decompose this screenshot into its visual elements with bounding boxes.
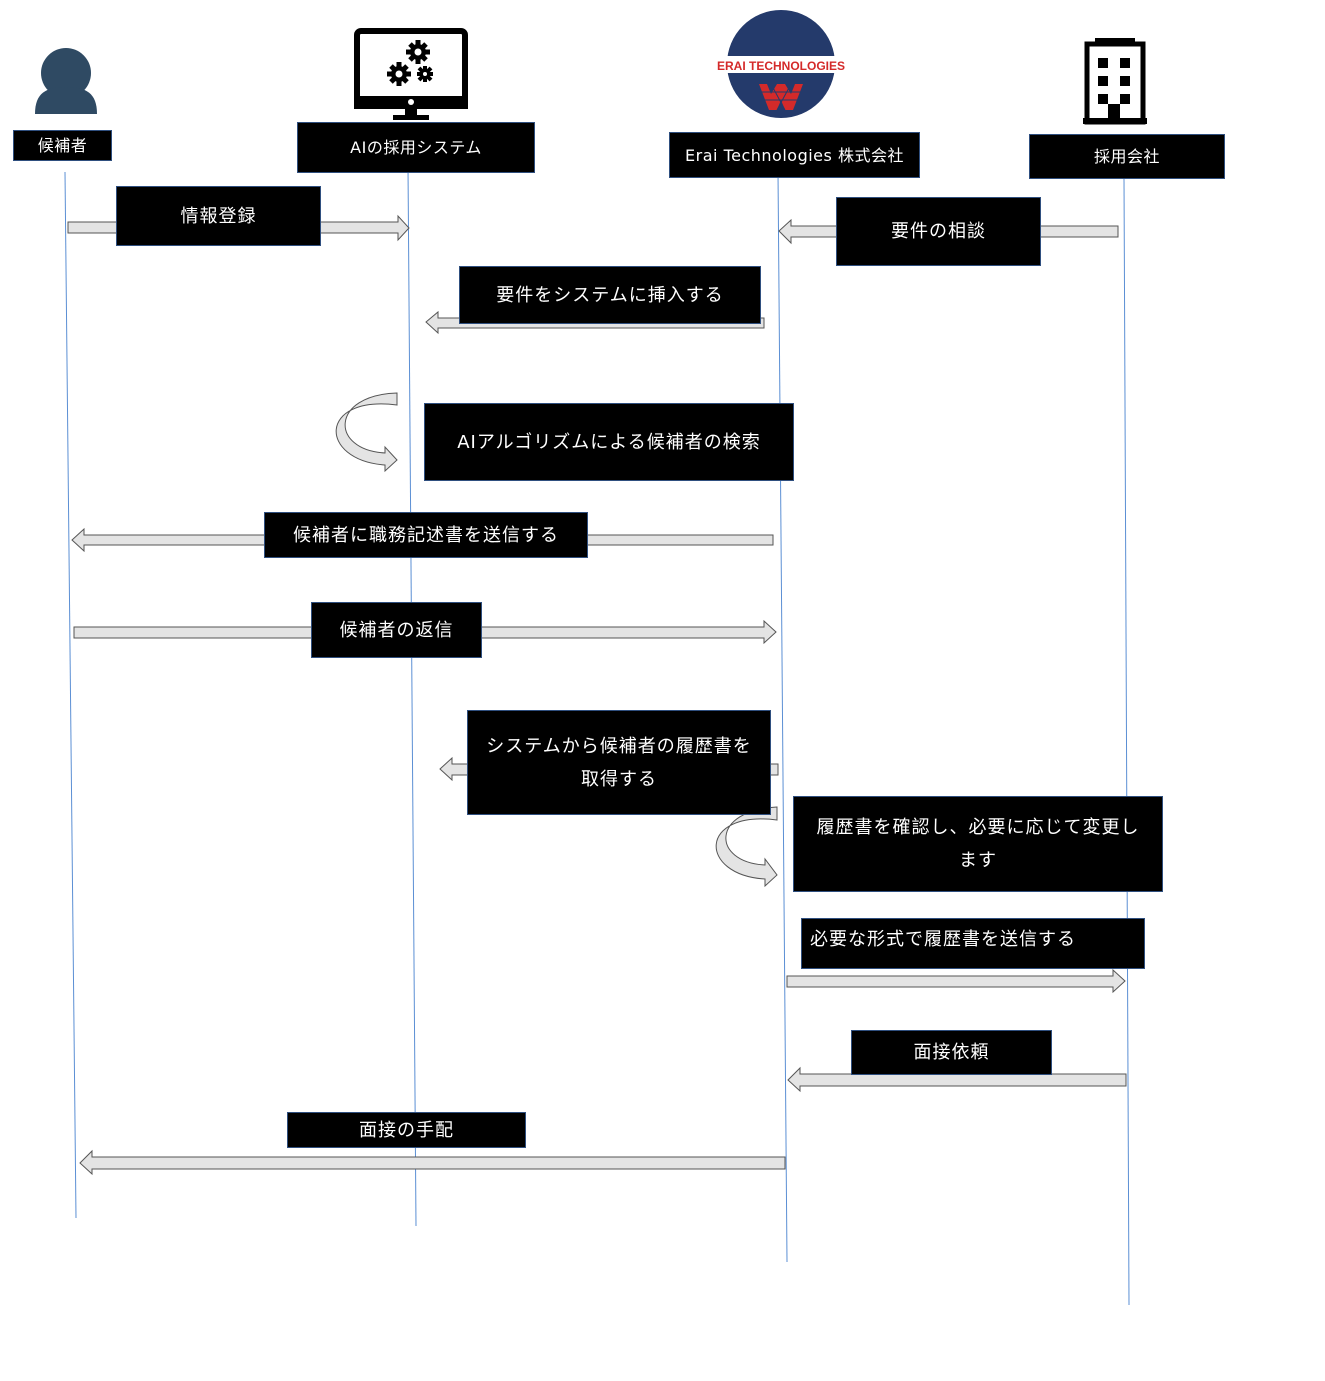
participant-name: AIの採用システム <box>350 138 482 157</box>
message-label-send-resume: 必要な形式で履歴書を送信する <box>801 918 1145 969</box>
message-text: システムから候補者の履歴書を 取得する <box>486 735 752 790</box>
message-text: 候補者に職務記述書を送信する <box>293 524 559 546</box>
lifeline-candidate <box>64 171 77 1219</box>
arrow-interview-request <box>787 1066 1127 1093</box>
message-label-interview-request: 面接依頼 <box>851 1030 1052 1075</box>
monitor-gears-icon <box>354 28 468 120</box>
participant-label-ai-system: AIの採用システム <box>297 122 535 173</box>
message-text: 履歴書を確認し、必要に応じて変更し ます <box>816 817 1140 871</box>
erai-logo: ERAI TECHNOLOGIES <box>717 10 845 118</box>
participant-label-hiring-company: 採用会社 <box>1029 134 1225 179</box>
message-text: 面接依頼 <box>913 1042 990 1063</box>
participant-label-candidate: 候補者 <box>13 130 112 161</box>
message-label-insert: 要件をシステムに挿入する <box>459 266 761 324</box>
message-label-fetch-resume: システムから候補者の履歴書を 取得する <box>467 710 771 815</box>
message-text: 必要な形式で履歴書を送信する <box>810 929 1076 950</box>
message-text: AIアルゴリズムによる候補者の検索 <box>457 431 761 453</box>
message-label-ai-search: AIアルゴリズムによる候補者の検索 <box>424 403 794 481</box>
message-text: 情報登録 <box>180 205 257 227</box>
message-label-review: 履歴書を確認し、必要に応じて変更し ます <box>793 796 1163 892</box>
message-label-reply: 候補者の返信 <box>311 602 482 658</box>
logo-text: ERAI TECHNOLOGIES <box>717 59 845 73</box>
participant-name: 候補者 <box>37 136 88 155</box>
message-text: 面接の手配 <box>359 1119 454 1141</box>
message-label-register: 情報登録 <box>116 186 321 246</box>
participant-label-erai: Erai Technologies 株式会社 <box>669 132 920 178</box>
lifelines <box>64 166 1130 1306</box>
message-text: 要件をシステムに挿入する <box>496 284 724 306</box>
message-label-send-jd: 候補者に職務記述書を送信する <box>264 512 588 558</box>
self-arrow-ai-search <box>335 392 398 473</box>
person-icon <box>35 48 97 114</box>
message-label-arrange-interview: 面接の手配 <box>287 1112 526 1148</box>
lifeline-hiring-company <box>1123 177 1130 1306</box>
lifeline-erai <box>777 171 788 1263</box>
message-text: 要件の相談 <box>891 221 986 242</box>
office-building-icon <box>1083 38 1147 125</box>
lifeline-ai-system <box>407 166 417 1227</box>
arrow-arrange-interview <box>79 1149 786 1176</box>
message-text: 候補者の返信 <box>339 619 454 641</box>
arrow-send-resume <box>786 968 1126 994</box>
participant-name: 採用会社 <box>1093 147 1160 166</box>
participant-name: Erai Technologies 株式会社 <box>685 145 904 165</box>
self-arrow-review <box>715 806 778 888</box>
message-label-consult: 要件の相談 <box>836 197 1041 266</box>
